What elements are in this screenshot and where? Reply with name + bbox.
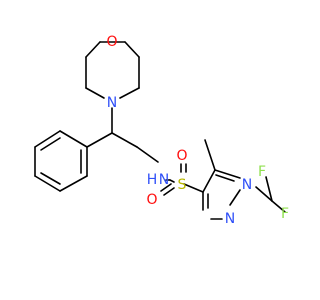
pyrazole-n2-label: N — [225, 211, 235, 227]
background — [0, 0, 300, 300]
morpholine-oxygen-label: O — [106, 34, 117, 50]
sulfonyl-oxygen-top-label: O — [176, 148, 187, 164]
phenyl-ring — [34, 130, 88, 192]
bond — [229, 189, 241, 206]
fluorine-right-label: F — [281, 206, 289, 222]
fluorine-top-label: F — [258, 164, 266, 180]
bond — [183, 183, 204, 193]
sulfur-label: S — [178, 177, 187, 193]
bond — [59, 175, 88, 192]
bond — [86, 132, 113, 148]
bond — [85, 41, 101, 58]
bond — [214, 169, 241, 179]
pyrazole-n1-label: N — [242, 177, 252, 193]
bond — [34, 175, 61, 192]
molecule-structure: O N N H S O O N N F F — [0, 0, 300, 300]
morpholine-ring — [85, 41, 140, 99]
bond — [163, 187, 175, 196]
sulfonyl-oxygen-bottom-label: O — [146, 192, 157, 208]
structure-canvas: O N N H S O O N N F F — [0, 0, 300, 300]
bond — [271, 200, 286, 213]
bond — [34, 130, 61, 148]
bond — [202, 169, 216, 193]
bond — [215, 174, 235, 182]
bond — [124, 41, 140, 58]
bond — [255, 186, 273, 202]
bond — [160, 183, 172, 192]
bond — [265, 176, 273, 202]
bond — [111, 132, 138, 148]
morpholine-nitrogen-label: N — [107, 95, 117, 111]
amide-nitrogen-label: N — [159, 172, 169, 188]
pyrazole-ring — [202, 169, 241, 220]
bond — [119, 87, 140, 99]
amide-hydrogen-label: H — [147, 172, 158, 188]
bond — [40, 172, 61, 185]
bond — [136, 146, 159, 163]
bond — [85, 87, 105, 99]
methyl-bond — [204, 139, 216, 171]
bond — [40, 137, 61, 151]
bond — [59, 130, 88, 148]
